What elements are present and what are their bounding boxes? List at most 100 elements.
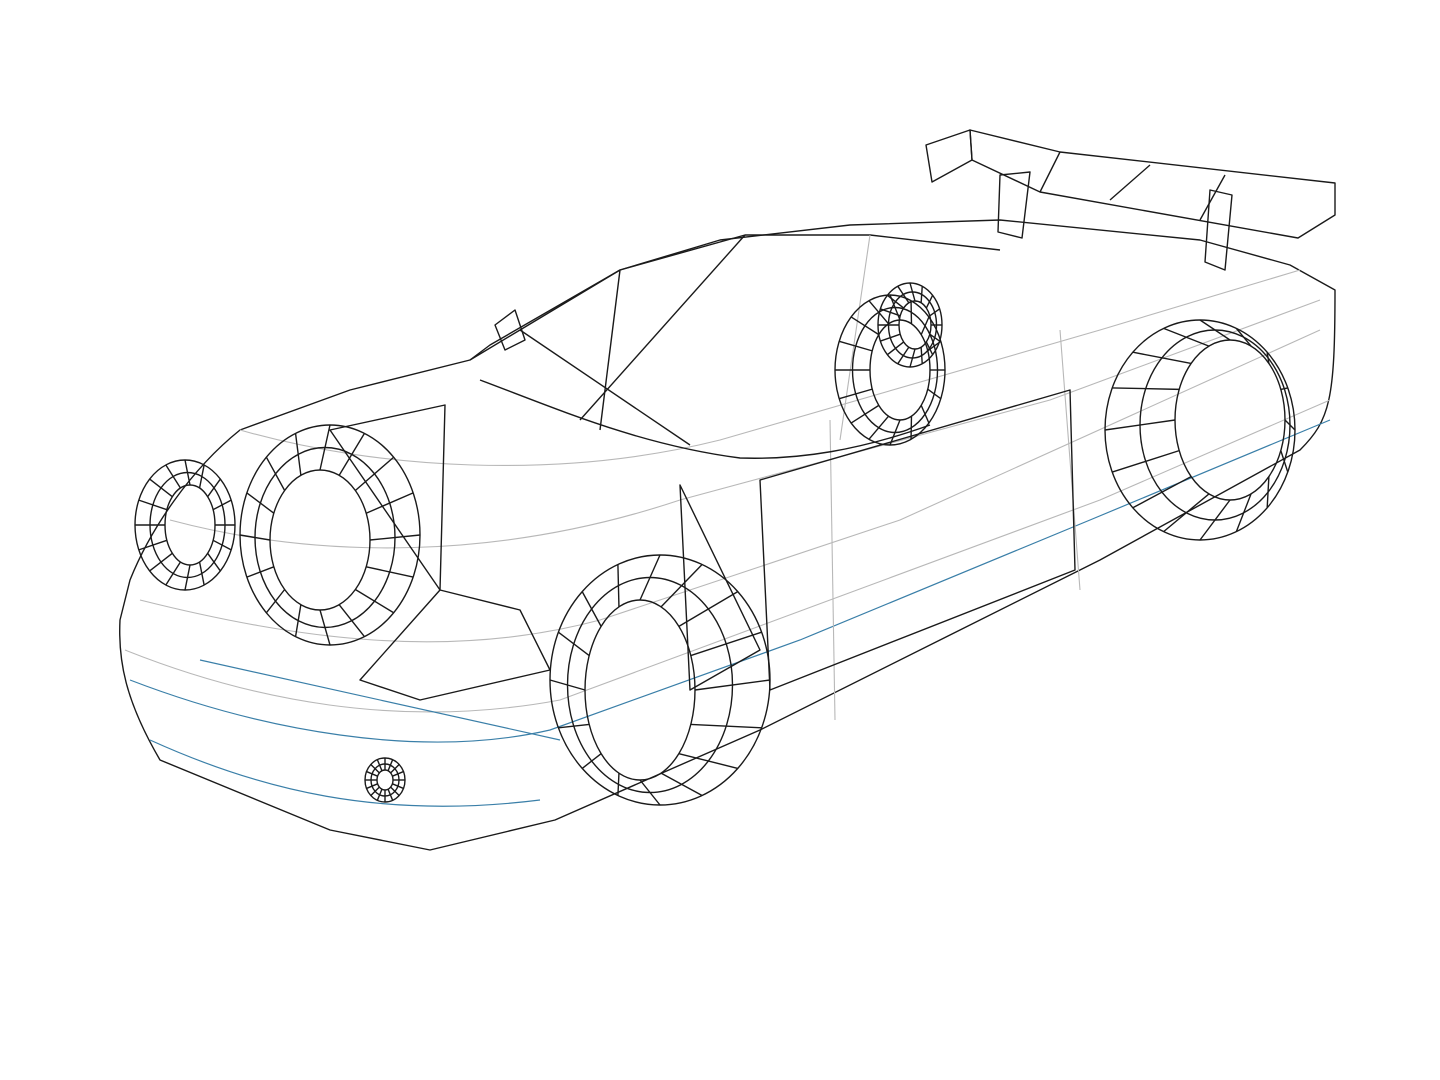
headlight-segment: [319, 424, 331, 471]
headlight-segment: [184, 564, 191, 591]
headrest-segment: [909, 282, 916, 302]
windshield-strut: [839, 234, 871, 441]
car-body: [119, 219, 1336, 851]
headrest-segment: [925, 294, 934, 309]
headlight-segment: [338, 604, 365, 638]
rear-wheel-segment: [1112, 387, 1180, 391]
front-wheel-segment: [639, 779, 661, 806]
headlight-segment: [265, 589, 286, 614]
fog-light-segment: [387, 788, 394, 801]
fog-light-segment: [370, 763, 380, 774]
headlight-segment: [246, 492, 275, 514]
headlight-segment: [212, 499, 232, 511]
side-mirror: [494, 309, 526, 351]
seat-segment: [889, 419, 901, 446]
seat-segment: [920, 405, 930, 424]
body-contour-line: [139, 329, 1321, 643]
body-outline: [119, 219, 1336, 851]
rear-wheel-segment: [1235, 327, 1252, 347]
headrest-segment: [897, 346, 910, 365]
fog-light-segment: [366, 783, 378, 790]
headlight-segment: [265, 456, 286, 491]
headrest: [877, 282, 943, 368]
headlight-segment: [165, 561, 182, 586]
rear-wheel-segment: [1104, 419, 1176, 431]
headrest-segment: [886, 341, 905, 356]
door-seam: [1059, 329, 1081, 591]
front-wheel-segment: [617, 773, 620, 796]
front-wheel-segment: [660, 772, 703, 797]
windshield-bottom-edge: [479, 379, 931, 459]
headlight-segment: [165, 464, 182, 489]
headlight-segment: [149, 552, 173, 572]
seat-segment: [850, 316, 880, 336]
spoiler-support: [1204, 189, 1233, 271]
headrest-segment: [880, 308, 901, 317]
rear-wheel: [1104, 319, 1296, 541]
rear-wheel-segment: [1266, 476, 1270, 508]
front-wheel-segment: [558, 723, 590, 729]
rear-wheel-segment: [1199, 319, 1231, 341]
fog-light-segment: [366, 770, 378, 777]
headlight-segment: [138, 539, 168, 551]
windshield-top-edge: [469, 234, 1001, 361]
fog-light-segment: [392, 783, 404, 790]
headrest-segment: [897, 285, 910, 304]
fog-light-segment: [387, 759, 394, 772]
rear-wheel-segment: [1284, 419, 1296, 431]
front-wheel-segment: [690, 723, 762, 729]
hood-vent: [329, 404, 446, 591]
body-contour-line: [124, 399, 1331, 713]
front-wheel-segment: [557, 631, 590, 657]
door-seam: [829, 419, 836, 721]
headlight-segment: [294, 604, 302, 637]
headrest-segment: [929, 333, 940, 342]
fog-light-segment: [390, 763, 400, 774]
fog-light-segment: [370, 786, 380, 797]
rear-wheel-ring: [1174, 339, 1286, 501]
spoiler-support: [997, 171, 1031, 239]
body-accent-line: [199, 659, 561, 741]
front-wheel-segment: [617, 564, 620, 607]
spoiler-rib: [1199, 174, 1226, 221]
headlight-segment: [198, 464, 205, 489]
headlight-segment: [294, 433, 302, 476]
rear-wheel-segment: [1235, 493, 1252, 532]
headlight-segment: [184, 459, 191, 486]
headrest-segment: [909, 348, 916, 368]
door-panel: [759, 389, 1076, 691]
seat: [834, 294, 946, 446]
body-accent-line: [149, 739, 541, 807]
spoiler-left-fin: [925, 129, 973, 183]
headlight-segment: [354, 588, 395, 614]
headlight-segment: [246, 566, 275, 578]
rear-wheel-segment: [1280, 450, 1289, 473]
seat-segment: [920, 316, 930, 335]
headlight-segment: [198, 561, 205, 586]
seat-segment: [927, 388, 942, 400]
rear-wheel-segment: [1112, 449, 1180, 473]
headlight-segment: [354, 456, 395, 492]
headrest-segment: [920, 347, 923, 364]
headlight-segment: [366, 566, 414, 578]
headlight-segment: [149, 478, 173, 498]
headlight-segment: [207, 478, 221, 498]
headlight-segment: [138, 499, 168, 511]
rear-wheel-segment: [1266, 352, 1270, 364]
fog-light-segment: [392, 770, 404, 777]
front-wheel-segment: [639, 554, 661, 601]
headlight-segment: [365, 492, 414, 514]
fog-light-segment: [376, 788, 383, 801]
headlight: [239, 424, 421, 646]
fog-light: [364, 757, 406, 803]
headlight: [134, 459, 236, 591]
windshield-strut: [599, 269, 621, 431]
front-wheel-segment: [549, 679, 586, 691]
spoiler-rib: [1039, 151, 1061, 193]
front-wheel-ring: [584, 599, 696, 781]
seat-segment: [868, 415, 890, 440]
headlight-segment: [338, 433, 366, 476]
headrest-segment: [929, 308, 940, 317]
windshield: [469, 234, 1001, 459]
